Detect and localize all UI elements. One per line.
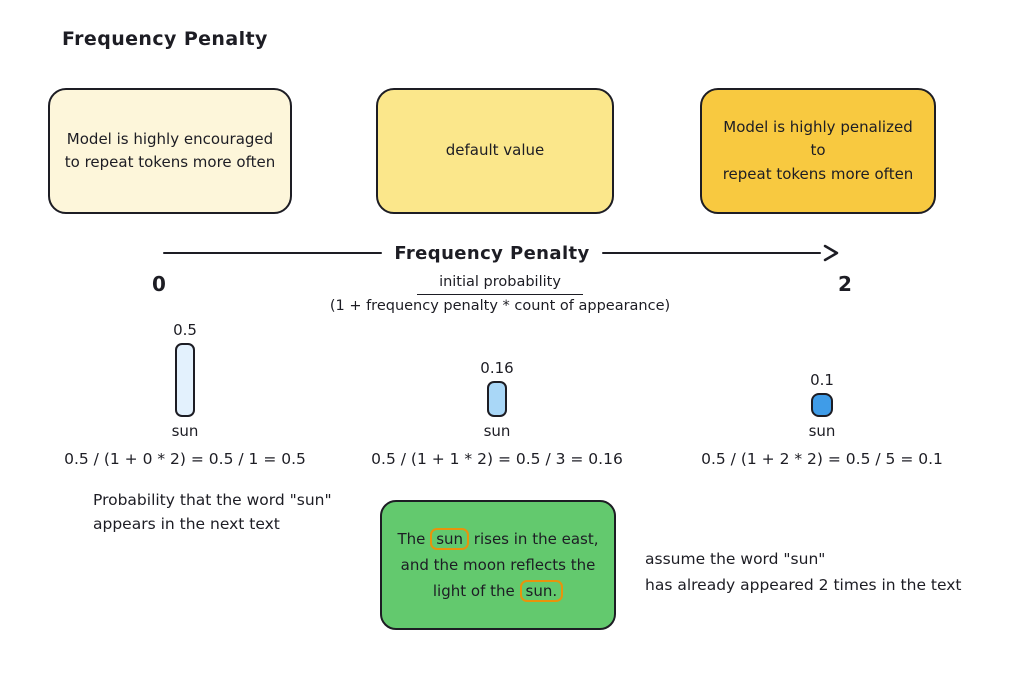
axis-label: Frequency Penalty: [394, 242, 590, 264]
bar-sun-penalty-2: [811, 393, 833, 417]
frequency-penalty-axis: Frequency Penalty: [163, 241, 839, 265]
arrow-right-icon: [823, 244, 839, 262]
penalty-formula: initial probability (1 + frequency penal…: [308, 271, 692, 314]
bar-value-label: 0.16: [480, 359, 514, 377]
page-title: Frequency Penalty: [62, 28, 268, 50]
axis-min-value: 0: [152, 272, 166, 296]
bar-equation: 0.5 / (1 + 0 * 2) = 0.5 / 1 = 0.5: [64, 450, 306, 468]
highlighted-word-sun-1: sun: [430, 527, 470, 550]
axis-line-left: [163, 252, 383, 254]
axis-max-value: 2: [838, 272, 852, 296]
formula-numerator: initial probability: [417, 274, 583, 295]
bar-group-penalty-1: 0.16 sun 0.5 / (1 + 1 * 2) = 0.5 / 3 = 0…: [327, 318, 667, 468]
bar-equation: 0.5 / (1 + 1 * 2) = 0.5 / 3 = 0.16: [371, 450, 623, 468]
bar-word-label: sun: [171, 422, 199, 440]
bar-sun-penalty-0: [175, 343, 195, 417]
scale-box-low: Model is highly encouraged to repeat tok…: [48, 88, 292, 214]
highlighted-word-sun-2: sun.: [519, 580, 564, 603]
bar-word-label: sun: [808, 422, 836, 440]
axis-line-right: [601, 252, 822, 254]
example-text-segment: rises in the east, and the moon reflects…: [400, 529, 599, 601]
example-sentence-box: The sun rises in the east, and the moon …: [380, 500, 616, 630]
example-sentence: The sun rises in the east, and the moon …: [397, 526, 599, 605]
scale-box-high: Model is highly penalized to repeat toke…: [700, 88, 936, 214]
scale-box-default: default value: [376, 88, 614, 214]
bar-group-penalty-2: 0.1 sun 0.5 / (1 + 2 * 2) = 0.5 / 5 = 0.…: [652, 318, 992, 468]
probability-note: Probability that the word "sun" appears …: [93, 491, 332, 534]
bar-sun-penalty-1: [487, 381, 507, 417]
bar-value-label: 0.5: [173, 321, 197, 339]
assumption-note: assume the word "sun" has already appear…: [645, 550, 962, 595]
example-text-segment: The: [397, 529, 431, 548]
formula-denominator: (1 + frequency penalty * count of appear…: [329, 298, 671, 314]
bar-value-label: 0.1: [810, 371, 834, 389]
bar-equation: 0.5 / (1 + 2 * 2) = 0.5 / 5 = 0.1: [701, 450, 943, 468]
bar-group-penalty-0: 0.5 sun 0.5 / (1 + 0 * 2) = 0.5 / 1 = 0.…: [15, 318, 355, 468]
bar-word-label: sun: [483, 422, 511, 440]
